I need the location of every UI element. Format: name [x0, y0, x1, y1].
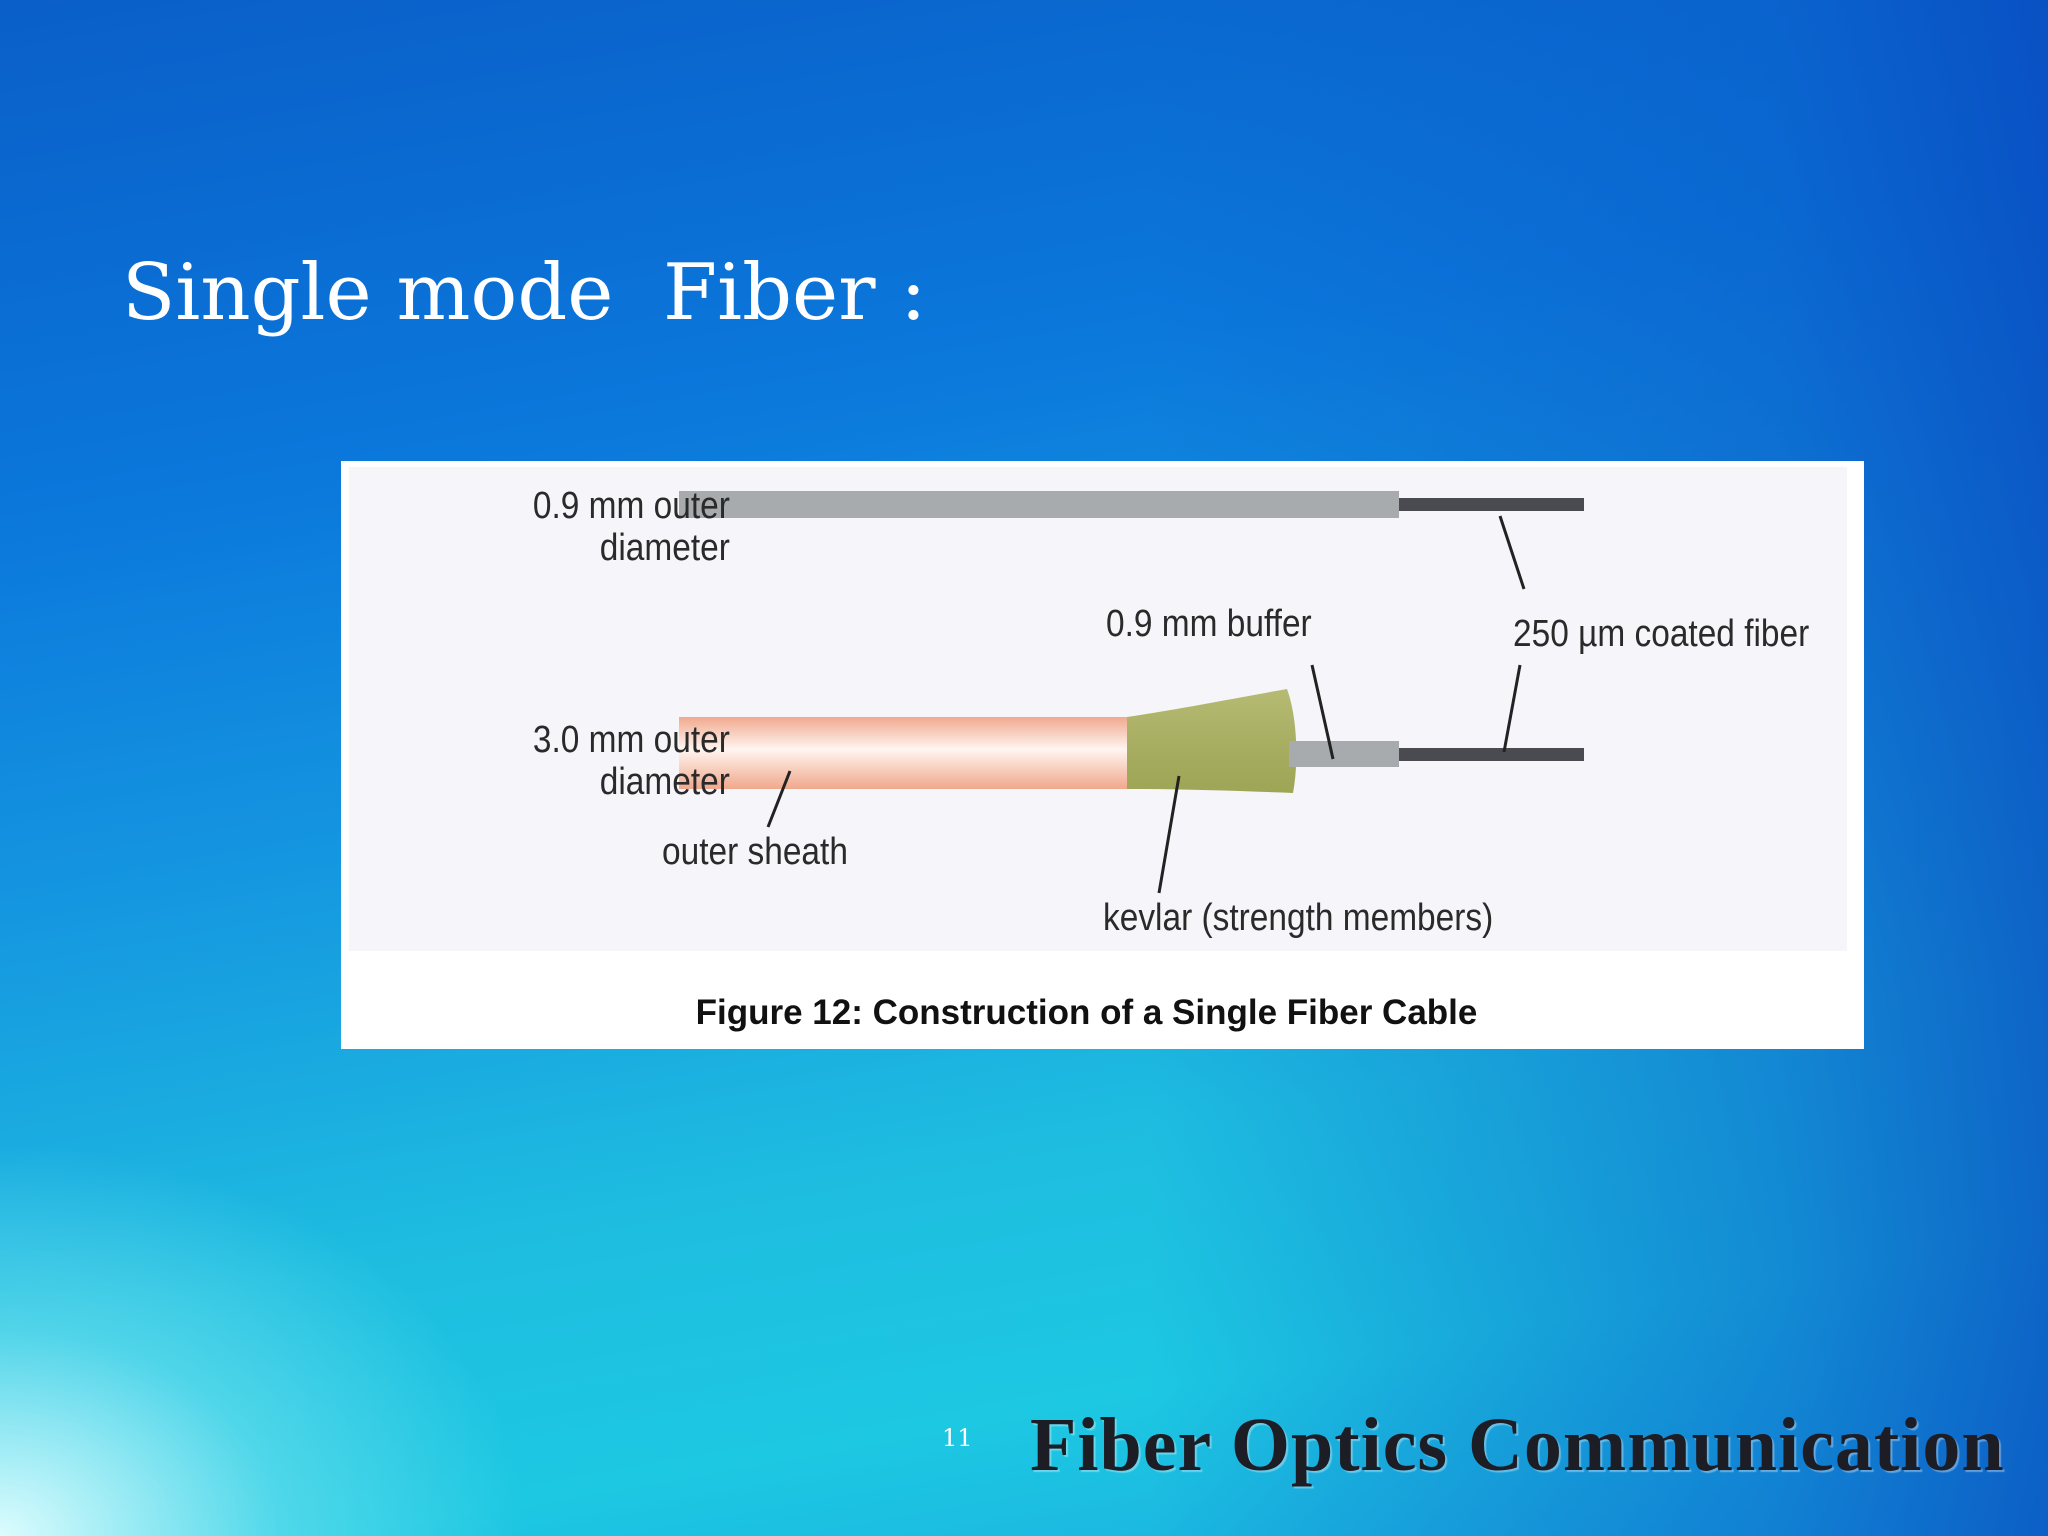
- top-diameter-label: 0.9 mm outer diameter: [532, 485, 730, 569]
- page-number: 11: [942, 1424, 973, 1452]
- figure-panel: 0.9 mm outer diameter 3.0 mm outer diame…: [341, 461, 1864, 1049]
- coated-fiber-leader-bottom: [1502, 664, 1522, 753]
- outer-sheath-label: outer sheath: [662, 831, 848, 873]
- coated-fiber-leader-top: [1498, 515, 1526, 590]
- footer-title: Fiber Optics Communication: [1030, 1403, 2005, 1487]
- slide-title: Single mode Fiber :: [122, 248, 927, 338]
- bottom-coated-fiber: [1399, 748, 1584, 761]
- buffer-leader: [1310, 664, 1335, 760]
- kevlar-strength-members: [1127, 689, 1297, 793]
- bottom-diameter-label: 3.0 mm outer diameter: [532, 719, 730, 803]
- bottom-buffer-tube: [1289, 741, 1399, 767]
- outer-sheath: [679, 717, 1127, 789]
- outer-sheath-leader: [766, 770, 792, 828]
- figure-drawing-area: [349, 467, 1847, 951]
- buffer-label: 0.9 mm buffer: [1106, 603, 1312, 645]
- kevlar-leader: [1157, 775, 1181, 894]
- coated-fiber-label: 250 µm coated fiber: [1513, 613, 1810, 655]
- kevlar-label: kevlar (strength members): [1103, 897, 1494, 939]
- top-buffer-tube: [679, 491, 1399, 518]
- figure-caption: Figure 12: Construction of a Single Fibe…: [695, 993, 1478, 1032]
- top-coated-fiber: [1399, 498, 1584, 511]
- fiber-cable-diagram: [679, 491, 1584, 894]
